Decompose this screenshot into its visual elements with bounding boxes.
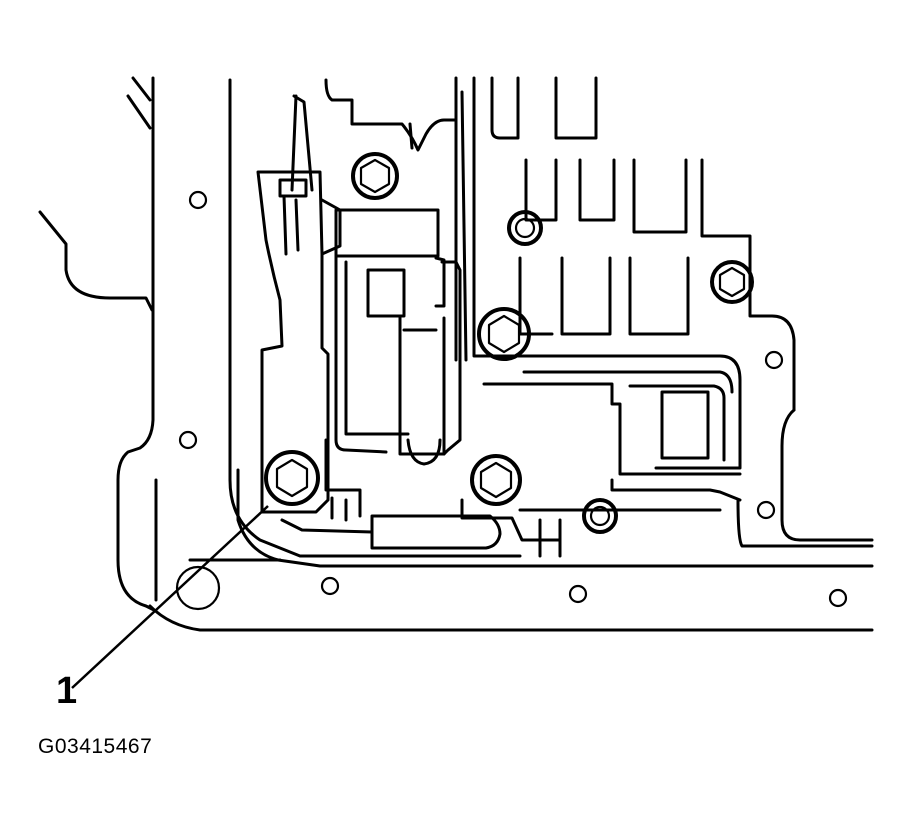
bolt-hole-icon (175, 565, 221, 611)
bolt-holes (175, 190, 848, 611)
bolt-hole-icon (320, 576, 340, 596)
bolt-icon (264, 450, 320, 506)
manual-lever (256, 94, 342, 514)
bolt-icon (477, 307, 531, 361)
flange (188, 468, 874, 568)
bolt-icon (507, 210, 543, 246)
bolt-hole-icon (178, 430, 198, 450)
callout-number: 1 (56, 670, 78, 712)
bolt-hole-icon (764, 350, 784, 370)
bolt-icon (351, 152, 399, 200)
bolt-hole-icon (188, 190, 208, 210)
bolt-icon (582, 498, 618, 534)
bolt-icon (710, 260, 754, 304)
bolts (264, 152, 754, 534)
bolt-hole-icon (568, 584, 588, 604)
callout-leader-line (71, 505, 269, 689)
bolt-icon (470, 454, 522, 506)
figure-id: G03415467 (38, 735, 153, 758)
bolt-hole-icon (756, 500, 776, 520)
bolt-hole-icon (828, 588, 848, 608)
solenoid-assembly (280, 78, 502, 550)
